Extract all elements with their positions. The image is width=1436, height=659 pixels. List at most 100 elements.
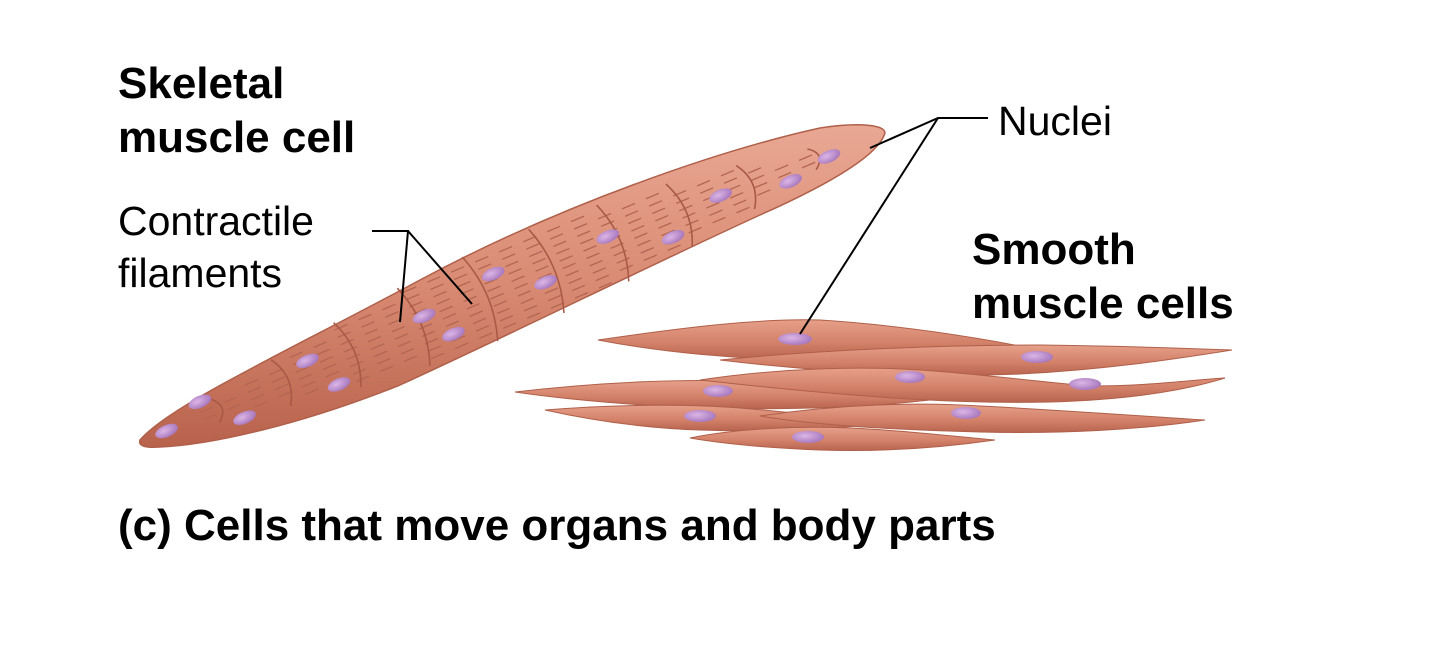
- striation-line: [798, 154, 813, 161]
- striation-line: [493, 300, 507, 307]
- striation-line: [202, 413, 217, 421]
- striation-line: [346, 353, 361, 361]
- striation-line: [667, 244, 681, 251]
- skeletal-nucleus: [442, 326, 465, 342]
- striation-line: [757, 189, 771, 196]
- striation-line: [361, 321, 375, 328]
- striation-line: [421, 330, 436, 338]
- striation-line: [367, 335, 381, 343]
- striation-line: [478, 263, 492, 270]
- skeletal-nucleus: [817, 149, 841, 164]
- striation-line: [544, 287, 559, 295]
- striation-line: [658, 222, 672, 229]
- striation-line: [682, 212, 696, 219]
- smooth-nucleus: [778, 333, 812, 345]
- striation-line: [723, 177, 738, 184]
- striation-line: [451, 335, 466, 342]
- striation-line: [699, 187, 714, 194]
- striation-line: [271, 376, 286, 383]
- striation-line: [522, 235, 537, 243]
- striation-line: [720, 169, 735, 177]
- smooth-muscle-cells: [514, 319, 1233, 451]
- striation-line: [576, 230, 591, 238]
- contractile-label-line2: filaments: [118, 250, 283, 296]
- smooth-nucleus: [684, 410, 716, 422]
- striation-line: [325, 370, 340, 378]
- striation-line: [774, 164, 789, 172]
- striation-line: [391, 325, 405, 333]
- striation-line: [580, 237, 594, 245]
- striation-line: [600, 220, 615, 227]
- cell-band: [461, 256, 499, 342]
- striation-line: [640, 247, 654, 254]
- striation-line: [621, 202, 636, 210]
- striation-line: [400, 347, 415, 355]
- striation-line: [436, 298, 450, 305]
- striation-line: [226, 403, 241, 411]
- striation-line: [637, 239, 651, 247]
- striation-line: [340, 338, 354, 346]
- striation-line: [475, 325, 490, 332]
- striation-line: [547, 294, 562, 302]
- striation-line: [247, 386, 262, 394]
- striation-line: [334, 323, 348, 331]
- cell-band: [528, 228, 565, 314]
- striation-line: [450, 266, 465, 273]
- striation-line: [655, 214, 669, 222]
- striation-line: [250, 393, 265, 401]
- smooth-nuclei: [684, 333, 1101, 443]
- skeletal-nucleus: [188, 394, 212, 410]
- striation-line: [778, 171, 792, 179]
- striation-line: [595, 274, 610, 282]
- striation-line: [403, 355, 418, 362]
- striation-line: [382, 303, 396, 311]
- striation-line: [349, 360, 364, 368]
- skeletal-nucleus: [709, 188, 732, 203]
- cell-band: [596, 204, 630, 282]
- striation-line: [511, 275, 525, 283]
- striation-line: [631, 224, 645, 232]
- striation-line: [586, 252, 600, 260]
- skeletal-nucleus: [481, 266, 505, 282]
- striation-line: [397, 340, 412, 348]
- striation-line: [672, 190, 687, 197]
- cell-band: [333, 322, 362, 388]
- striation-line: [538, 272, 552, 280]
- striation-line: [430, 352, 445, 360]
- skeletal-nucleus: [327, 377, 351, 392]
- smooth-nucleus: [1021, 351, 1053, 363]
- striation-line: [427, 345, 442, 352]
- striation-line: [277, 391, 292, 398]
- striation-line: [244, 378, 259, 386]
- striation-line: [598, 281, 613, 289]
- striation-line: [487, 285, 501, 293]
- striation-line: [295, 366, 310, 373]
- smooth-nucleus: [895, 371, 925, 383]
- skeletal-nucleus: [779, 174, 802, 189]
- striation-line: [556, 247, 570, 255]
- striation-line: [445, 320, 460, 328]
- striation-line: [418, 323, 432, 330]
- smooth-cell-7: [689, 426, 996, 451]
- striation-line: [442, 313, 456, 320]
- striation-line: [651, 207, 666, 215]
- striation-line: [370, 343, 385, 350]
- striation-line: [565, 269, 579, 277]
- striation-line: [376, 358, 391, 365]
- striation-line: [589, 259, 603, 267]
- striation-line: [733, 199, 747, 206]
- striation-line: [628, 217, 642, 225]
- striation-line: [546, 225, 561, 233]
- skeletal-nucleus: [296, 353, 319, 369]
- skeletal-label-line2: muscle cell: [118, 113, 356, 162]
- striation-line: [403, 286, 417, 293]
- striation-line: [549, 233, 564, 240]
- striation-line: [463, 295, 477, 303]
- striation-line: [679, 204, 693, 212]
- contractile-label-line1: Contractile: [118, 198, 314, 244]
- striation-line: [619, 264, 633, 272]
- striation-line: [484, 278, 498, 285]
- striation-line: [517, 290, 531, 297]
- striation-line: [343, 346, 357, 353]
- striation-line: [526, 312, 541, 319]
